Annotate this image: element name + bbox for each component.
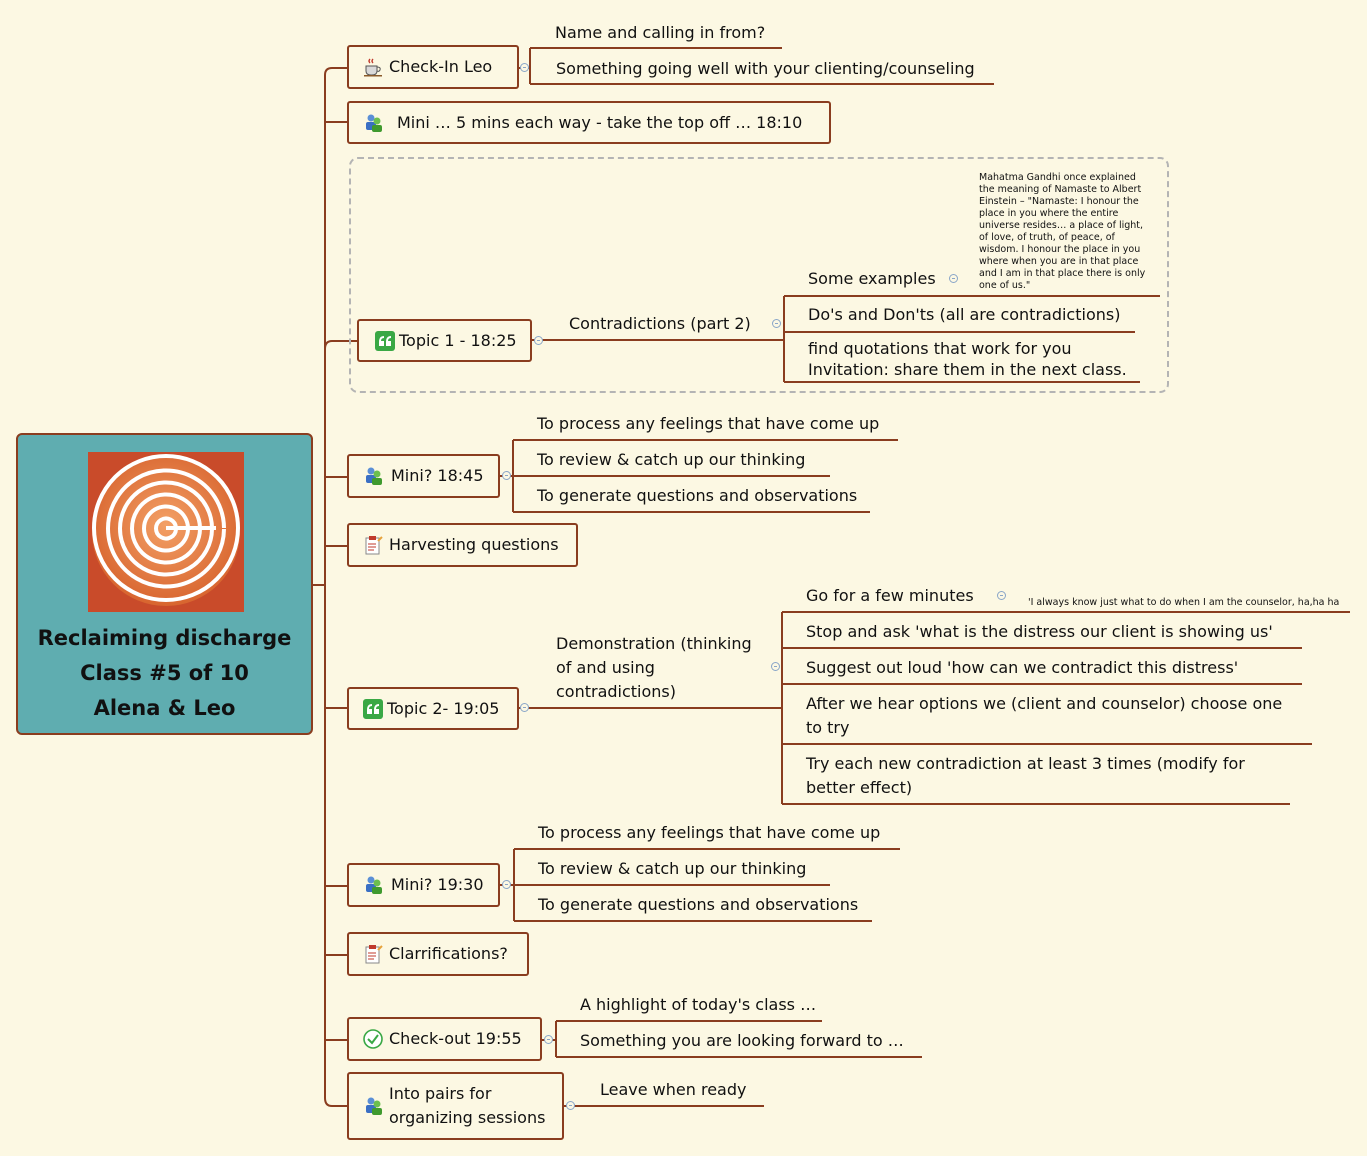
branch-label: Mini? 18:45 (391, 466, 484, 485)
collapse-toggle[interactable] (544, 1035, 553, 1044)
topic-text: After we hear options we (client and cou… (806, 694, 1283, 713)
notepad-icon (365, 536, 383, 555)
topic-text: to try (806, 718, 850, 737)
topic-text: Go for a few minutes (806, 586, 974, 605)
collapse-toggle[interactable] (566, 1101, 575, 1110)
topic-text: To review & catch up our thinking (537, 450, 806, 469)
branch-clarifications[interactable]: Clarrifications? (347, 932, 529, 976)
topic-text: Stop and ask 'what is the distress our c… (806, 622, 1273, 641)
subtopic-text: of and using (556, 658, 655, 677)
branch-label: Topic 2- 19:05 (387, 698, 500, 718)
people-icon (366, 1097, 382, 1115)
central-title-line: Reclaiming discharge (37, 626, 292, 650)
topic-text: To generate questions and observations (537, 486, 858, 505)
branch-label: Check-In Leo (389, 57, 493, 76)
subtopic-text: contradictions) (556, 682, 677, 701)
topic-text: A highlight of today's class … (580, 995, 817, 1014)
topic-text: Some examples (808, 269, 936, 288)
branch-mini-1[interactable]: Mini … 5 mins each way - take the top of… (347, 101, 831, 144)
branch-label-line: organizing sessions (389, 1108, 546, 1127)
branch-label: Topic 1 - 18:25 (399, 330, 517, 350)
quote-icon (363, 698, 383, 719)
collapse-toggle[interactable] (534, 336, 543, 345)
topic-text: To generate questions and observations (538, 895, 859, 914)
subtopic-text: Demonstration (thinking (556, 634, 752, 653)
collapse-toggle[interactable] (502, 880, 511, 889)
central-title-line: Alena & Leo (93, 696, 236, 720)
topic-text: To process any feelings that have come u… (538, 823, 881, 842)
collapse-toggle[interactable] (520, 703, 529, 712)
topic-text: Try each new contradiction at least 3 ti… (806, 754, 1245, 773)
branch-label: Clarrifications? (389, 944, 508, 963)
check-circle-icon (363, 1029, 383, 1049)
topic-text: Invitation: share them in the next class… (808, 360, 1127, 379)
people-icon (366, 467, 382, 485)
central-topic[interactable]: Reclaiming discharge Class #5 of 10 Alen… (16, 433, 313, 735)
coffee-icon (364, 58, 382, 77)
people-icon (366, 876, 382, 894)
branch-into-pairs[interactable]: Into pairs for organizing sessions (347, 1072, 564, 1140)
branch-label: Check-out 19:55 (389, 1029, 522, 1048)
collapse-toggle[interactable] (520, 63, 529, 72)
branch-topic-1[interactable]: Topic 1 - 18:25 (357, 319, 532, 362)
central-title-line: Class #5 of 10 (80, 661, 249, 685)
branch-check-out[interactable]: Check-out 19:55 (347, 1017, 542, 1061)
note-text: 'I always know just what to do when I am… (1028, 597, 1340, 608)
collapse-toggle[interactable] (772, 319, 781, 328)
collapse-toggle[interactable] (997, 591, 1006, 600)
topic-text: Something going well with your clienting… (556, 59, 975, 78)
topic-1-boundary (349, 157, 1169, 393)
note-text: Mahatma Gandhi once explained the meanin… (979, 172, 1146, 291)
topic-text: better effect) (806, 778, 913, 797)
branch-label: Harvesting questions (389, 535, 559, 554)
branch-label: Mini … 5 mins each way - take the top of… (397, 112, 803, 132)
topic-text: Something you are looking forward to … (580, 1031, 904, 1050)
topic-text: find quotations that work for you (808, 339, 1072, 358)
people-icon (366, 114, 382, 132)
labyrinth-logo (88, 452, 244, 612)
branch-topic-2[interactable]: Topic 2- 19:05 (347, 687, 519, 730)
branch-label: Mini? 19:30 (391, 875, 484, 894)
branch-check-in[interactable]: Check-In Leo (347, 45, 519, 89)
collapse-toggle[interactable] (949, 274, 958, 283)
topic-text: To process any feelings that have come u… (537, 414, 880, 433)
topic-text: Leave when ready (600, 1080, 747, 1099)
topic-text: Suggest out loud 'how can we contradict … (806, 658, 1239, 677)
notepad-icon (365, 945, 383, 964)
collapse-toggle[interactable] (502, 471, 511, 480)
branch-label-line: Into pairs for (389, 1084, 492, 1103)
branch-harvesting[interactable]: Harvesting questions (347, 523, 578, 567)
collapse-toggle[interactable] (771, 662, 780, 671)
branch-mini-3[interactable]: Mini? 19:30 (347, 863, 500, 907)
topic-text: Do's and Don'ts (all are contradictions) (808, 305, 1121, 324)
quote-icon (375, 330, 395, 351)
topic-text: Name and calling in from? (555, 23, 766, 42)
subtopic-text: Contradictions (part 2) (569, 314, 751, 333)
branch-mini-2[interactable]: Mini? 18:45 (347, 454, 500, 498)
topic-text: To review & catch up our thinking (538, 859, 807, 878)
